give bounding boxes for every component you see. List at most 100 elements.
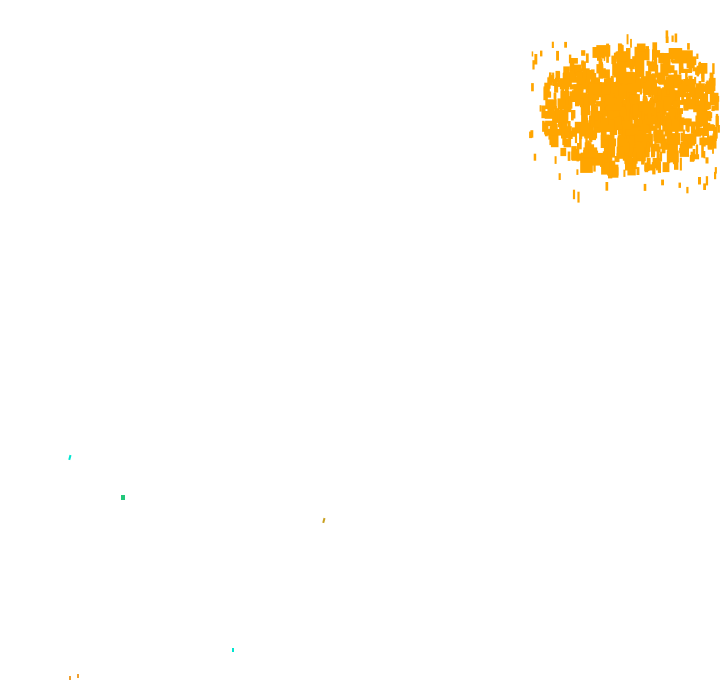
orange-fragment (574, 121, 583, 134)
orange-fragment (550, 135, 559, 148)
orange-fragment (543, 86, 546, 96)
orange-fragment (666, 150, 679, 163)
orange-fragment (559, 78, 570, 90)
orange-fragment (644, 119, 655, 125)
orange-fragment (661, 52, 664, 59)
orange-fragment (663, 80, 672, 94)
orange-fragment (674, 58, 688, 64)
orange-fragment (601, 82, 612, 94)
orange-fragment (664, 142, 672, 150)
orange-fragment (705, 89, 708, 98)
orange-fragment (632, 94, 635, 105)
orange-fragment (638, 102, 643, 112)
orange-fragment (665, 112, 676, 121)
orange-fragment (596, 64, 604, 74)
orange-fragment (620, 106, 625, 113)
orange-fragment (652, 42, 658, 52)
orange-fragment (534, 54, 538, 65)
orange-fragment (666, 89, 671, 95)
orange-fragment (635, 63, 644, 71)
orange-fragment (653, 125, 657, 138)
orange-fragment (682, 118, 692, 126)
orange-fragment (643, 92, 646, 105)
orange-fragment (700, 101, 705, 113)
orange-fragment (624, 155, 628, 163)
orange-fragment (593, 73, 597, 80)
orange-fragment (695, 68, 699, 75)
orange-fragment (604, 110, 609, 117)
orange-fragment (695, 92, 699, 101)
orange-fragment (607, 110, 612, 119)
orange-fragment (643, 76, 647, 83)
orange-fragment (556, 50, 559, 61)
orange-fragment (586, 122, 591, 131)
orange-fragment (552, 79, 557, 86)
orange-fragment (623, 169, 626, 177)
orange-fragment (603, 106, 607, 114)
orange-fragment (583, 61, 586, 71)
orange-fragment (641, 107, 645, 121)
orange-fragment (626, 134, 629, 142)
orange-fragment (656, 157, 661, 170)
orange-fragment (679, 119, 682, 128)
orange-fragment (584, 142, 589, 155)
orange-fragment (666, 133, 681, 145)
orange-fragment (558, 173, 561, 180)
orange-fragment (547, 83, 550, 92)
orange-fragment (581, 50, 586, 56)
orange-fragment (581, 60, 584, 66)
orange-fragment (684, 104, 695, 110)
orange-fragment (636, 167, 640, 175)
orange-fragment (645, 46, 649, 59)
orange-fragment (670, 82, 674, 92)
orange-fragment (662, 134, 666, 143)
orange-fragment (693, 105, 701, 113)
orange-fragment (563, 66, 570, 77)
orange-fragment (676, 92, 687, 97)
orange-fragment (532, 60, 535, 70)
orange-fragment (545, 120, 557, 127)
orange-fragment (670, 90, 680, 99)
orange-fragment (680, 117, 685, 123)
orange-fragment (595, 101, 607, 107)
orange-fragment (680, 132, 684, 142)
orange-fragment (687, 43, 690, 50)
orange-fragment (586, 144, 595, 152)
orange-fragment (622, 99, 627, 108)
orange-fragment (583, 117, 589, 123)
orange-fragment (690, 121, 696, 134)
orange-fragment (632, 56, 635, 70)
orange-fragment (688, 66, 693, 72)
orange-fragment (533, 153, 537, 161)
orange-fragment (547, 128, 556, 136)
orange-fragment (599, 113, 603, 122)
orange-fragment (553, 92, 557, 99)
orange-fragment (597, 49, 600, 61)
orange-fragment (660, 116, 663, 125)
orange-fragment (603, 157, 608, 163)
cyan-fragment-small (232, 648, 234, 652)
orange-fragment (569, 128, 572, 138)
orange-fragment (625, 117, 628, 125)
orange-fragment (609, 160, 616, 169)
orange-fragment (546, 91, 552, 98)
orange-fragment (563, 72, 576, 82)
orange-fragment (703, 151, 706, 159)
orange-fragment (652, 163, 656, 175)
orange-fragment (591, 69, 595, 80)
orange-fragment (689, 154, 695, 162)
orange-fragment (653, 132, 657, 142)
orange-fragment (607, 167, 619, 176)
orange-fragment (632, 103, 645, 114)
orange-fragment (571, 90, 581, 102)
orange-fragment (715, 96, 720, 102)
orange-fragment (586, 69, 588, 80)
orange-fragment (661, 140, 666, 154)
orange-fragment (658, 73, 665, 85)
orange-fragment (636, 82, 639, 91)
orange-fragment (581, 109, 585, 122)
orange-fragment (604, 145, 616, 154)
orange-fragment (702, 85, 706, 92)
orange-fragment (712, 133, 716, 140)
orange-fragment (625, 109, 630, 122)
